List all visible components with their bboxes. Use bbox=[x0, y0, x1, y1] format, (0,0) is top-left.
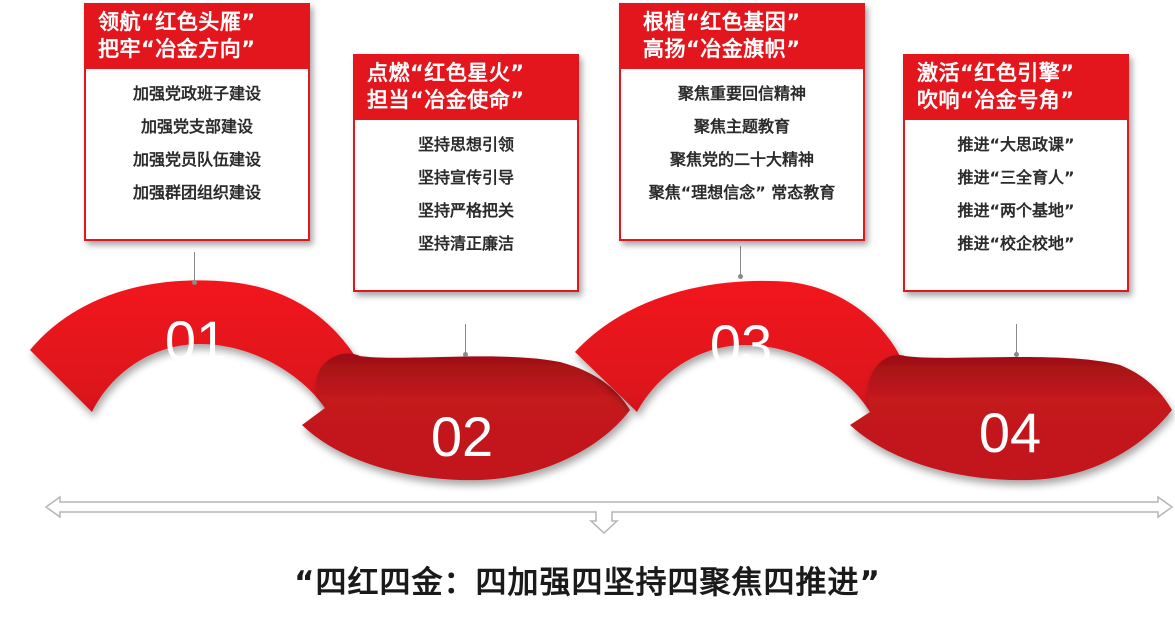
card-title-line2: 高扬“冶金旗帜” bbox=[643, 37, 801, 61]
list-item: 推进“三全育人” bbox=[957, 168, 1075, 187]
step-card-header: 点燃“红色星火” 担当“冶金使命” bbox=[355, 56, 577, 120]
connector-03 bbox=[738, 246, 743, 279]
list-item: 坚持严格把关 bbox=[417, 201, 514, 220]
list-item: 加强党员队伍建设 bbox=[132, 150, 261, 169]
card-title-line2: 担当“冶金使命” bbox=[367, 88, 525, 112]
wave-segment-01 bbox=[30, 280, 355, 412]
card-title-line1: 根植“红色基因” bbox=[643, 10, 801, 34]
step-card-02: 点燃“红色星火” 担当“冶金使命” 坚持思想引领 坚持宣传引导 坚持严格把关 坚… bbox=[353, 54, 579, 292]
card-item-list: 聚焦重要回信精神 聚焦主题教育 聚焦党的二十大精神 聚焦“理想信念” 常态教育 bbox=[621, 69, 863, 209]
step-number-01: 01 bbox=[165, 309, 227, 372]
wave-segment-02 bbox=[302, 353, 630, 481]
wave-segment-04 bbox=[850, 355, 1172, 481]
step-card-header: 领航“红色头雁” 把牢“冶金方向” bbox=[86, 5, 308, 69]
list-item: 坚持宣传引导 bbox=[417, 168, 514, 187]
card-title-line1: 点燃“红色星火” bbox=[367, 61, 525, 85]
step-card-header: 激活“红色引擎” 吹响“冶金号角” bbox=[905, 56, 1127, 120]
list-item: 聚焦主题教育 bbox=[693, 117, 790, 136]
step-card-header: 根植“红色基因” 高扬“冶金旗帜” bbox=[621, 5, 863, 69]
list-item: 聚焦重要回信精神 bbox=[677, 84, 806, 103]
list-item: 加强党政班子建设 bbox=[132, 84, 261, 103]
card-title-line2: 把牢“冶金方向” bbox=[98, 37, 256, 61]
card-title-line1: 领航“红色头雁” bbox=[98, 10, 256, 34]
step-card-04: 激活“红色引擎” 吹响“冶金号角” 推进“大思政课” 推进“三全育人” 推进“两… bbox=[903, 54, 1129, 292]
list-item: 加强群团组织建设 bbox=[132, 183, 261, 202]
wave-segment-03 bbox=[575, 280, 900, 412]
list-item: 加强党支部建设 bbox=[140, 117, 253, 136]
connector-04 bbox=[1014, 324, 1019, 357]
list-item: 聚焦党的二十大精神 bbox=[669, 150, 814, 169]
card-item-list: 推进“大思政课” 推进“三全育人” 推进“两个基地” 推进“校企校地” bbox=[905, 120, 1127, 260]
card-item-list: 加强党政班子建设 加强党支部建设 加强党员队伍建设 加强群团组织建设 bbox=[86, 69, 308, 209]
list-item: 坚持思想引领 bbox=[417, 135, 514, 154]
step-number-02: 02 bbox=[431, 405, 493, 468]
card-title-line1: 激活“红色引擎” bbox=[917, 61, 1075, 85]
step-number-03: 03 bbox=[710, 313, 772, 376]
step-card-01: 领航“红色头雁” 把牢“冶金方向” 加强党政班子建设 加强党支部建设 加强党员队… bbox=[84, 3, 310, 241]
list-item: 聚焦“理想信念” 常态教育 bbox=[648, 183, 836, 202]
list-item: 坚持清正廉洁 bbox=[417, 234, 514, 253]
card-title-line2: 吹响“冶金号角” bbox=[917, 88, 1075, 112]
step-card-03: 根植“红色基因” 高扬“冶金旗帜” 聚焦重要回信精神 聚焦主题教育 聚焦党的二十… bbox=[619, 3, 865, 241]
connector-02 bbox=[463, 324, 468, 357]
list-item: 推进“大思政课” bbox=[957, 135, 1075, 154]
list-item: 推进“校企校地” bbox=[957, 234, 1075, 253]
slogan: “四红四金：四加强四坚持四聚焦四推进” bbox=[294, 565, 881, 601]
card-item-list: 坚持思想引领 坚持宣传引导 坚持严格把关 坚持清正廉洁 bbox=[355, 120, 577, 260]
step-number-04: 04 bbox=[979, 401, 1041, 464]
connector-01 bbox=[192, 252, 197, 285]
list-item: 推进“两个基地” bbox=[957, 201, 1075, 220]
timeline-arrow bbox=[44, 495, 1174, 535]
